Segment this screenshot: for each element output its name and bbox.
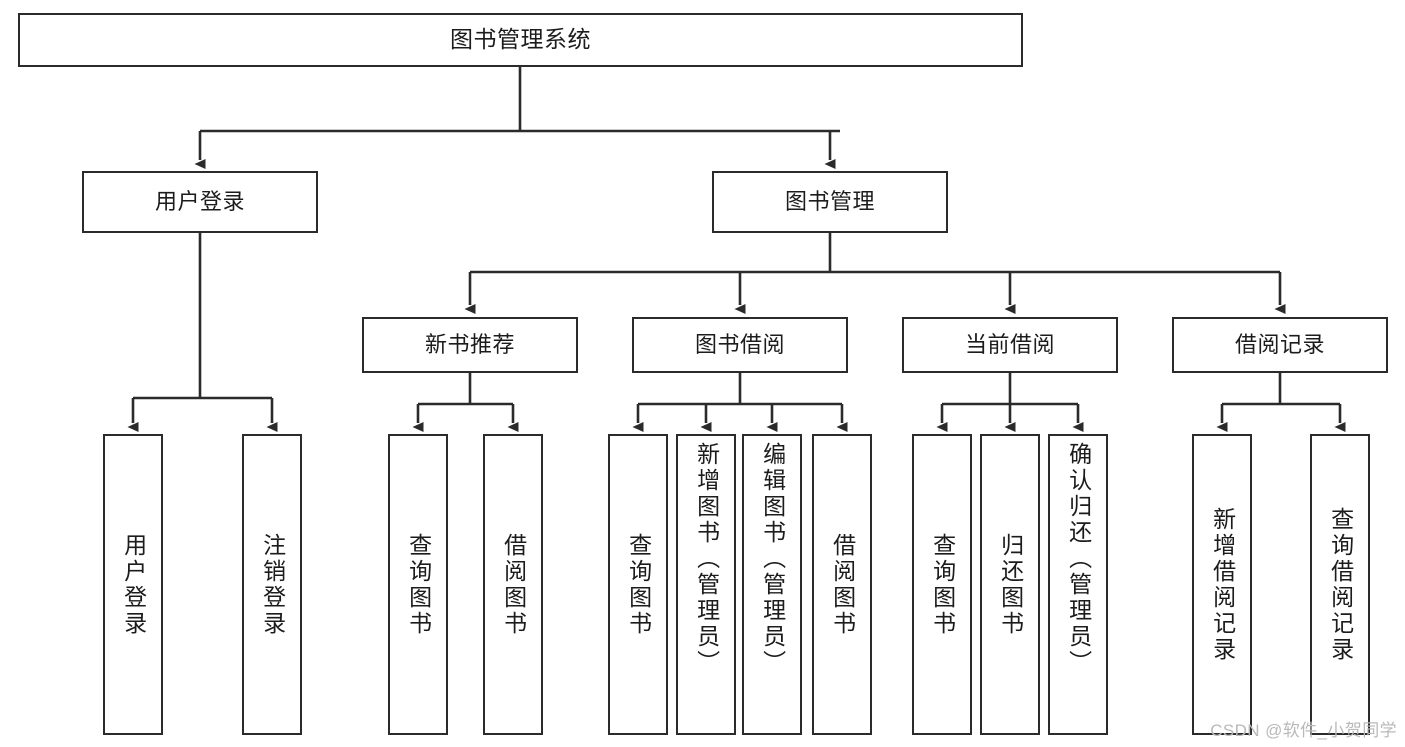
leaf-current-confirm-return-admin[interactable]: 确认归还（管理员）	[1048, 434, 1108, 735]
node-label: 用户登录	[154, 188, 245, 214]
node-label: 图书管理	[784, 188, 875, 214]
node-label: 查询图书	[405, 532, 432, 637]
leaf-borrow-query-book[interactable]: 查询图书	[608, 434, 668, 735]
node-book-borrow[interactable]: 图书借阅	[632, 317, 848, 373]
leaf-user-login[interactable]: 用户登录	[103, 434, 163, 735]
leaf-recommend-query-book[interactable]: 查询图书	[388, 434, 448, 735]
node-label: 图书管理系统	[450, 26, 591, 53]
node-label: 借阅记录	[1234, 331, 1325, 357]
node-label: 当前借阅	[964, 331, 1055, 357]
node-book-management[interactable]: 图书管理	[712, 171, 948, 233]
node-label: 注销登录	[259, 532, 286, 637]
node-label: 确认归还（管理员）	[1065, 442, 1092, 676]
node-label: 编辑图书（管理员）	[759, 442, 786, 676]
leaf-record-add-record[interactable]: 新增借阅记录	[1192, 434, 1252, 735]
leaf-borrow-add-book-admin[interactable]: 新增图书（管理员）	[676, 434, 736, 735]
node-label: 查询图书	[929, 532, 956, 637]
node-user-login[interactable]: 用户登录	[82, 171, 318, 233]
node-label: 归还图书	[997, 532, 1024, 637]
node-label: 新增图书（管理员）	[693, 442, 720, 676]
node-label: 新增借阅记录	[1209, 506, 1236, 663]
leaf-user-logout[interactable]: 注销登录	[242, 434, 302, 735]
node-label: 查询图书	[625, 532, 652, 637]
leaf-recommend-borrow-book[interactable]: 借阅图书	[483, 434, 543, 735]
leaf-current-query-book[interactable]: 查询图书	[912, 434, 972, 735]
node-label: 查询借阅记录	[1327, 506, 1354, 663]
leaf-borrow-borrow-book[interactable]: 借阅图书	[812, 434, 872, 735]
node-borrow-record[interactable]: 借阅记录	[1172, 317, 1388, 373]
node-label: 用户登录	[120, 532, 147, 637]
node-label: 新书推荐	[424, 331, 515, 357]
node-label: 图书借阅	[694, 331, 785, 357]
node-label: 借阅图书	[829, 532, 856, 637]
leaf-current-return-book[interactable]: 归还图书	[980, 434, 1040, 735]
node-new-book-recommend[interactable]: 新书推荐	[362, 317, 578, 373]
leaf-record-query-record[interactable]: 查询借阅记录	[1310, 434, 1370, 735]
node-root-system[interactable]: 图书管理系统	[18, 13, 1023, 67]
node-current-borrow[interactable]: 当前借阅	[902, 317, 1118, 373]
leaf-borrow-edit-book-admin[interactable]: 编辑图书（管理员）	[742, 434, 802, 735]
node-label: 借阅图书	[500, 532, 527, 637]
